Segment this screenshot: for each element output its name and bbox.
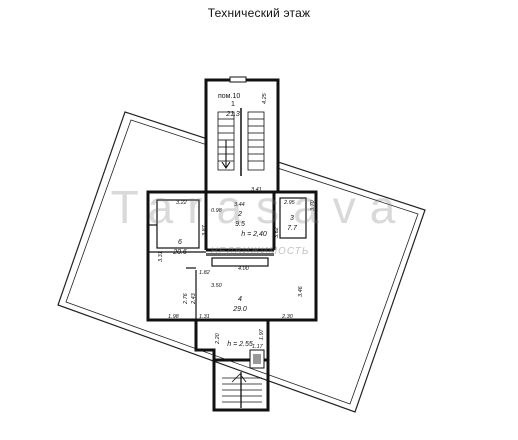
dim-label: 2.20	[215, 332, 221, 345]
room-10-header: пом.10	[218, 93, 240, 100]
walls	[146, 190, 318, 322]
dim-label: 1.31	[199, 314, 210, 320]
room-4-number: 4	[238, 296, 242, 303]
room-2-height: h = 2,40	[241, 231, 267, 238]
room-1-number: 1	[231, 101, 235, 108]
roof-outline	[57, 111, 426, 413]
room-1-area: 21.3	[225, 111, 240, 118]
room-2-area: 9.5	[235, 221, 245, 228]
dim-label: 3.70	[310, 199, 316, 211]
roof-outline-inner	[65, 119, 419, 405]
dim-label: 3.46	[298, 285, 304, 297]
stair-flight-top	[217, 108, 265, 176]
dim-label: 3.44	[234, 202, 245, 208]
room-4-area: 29.0	[232, 306, 247, 313]
dim-label: 0.98	[211, 208, 223, 214]
dim-label: 3.87	[202, 224, 208, 236]
dim-label: 4.00	[238, 266, 250, 272]
room-4-height: h = 2.55	[227, 341, 253, 348]
dim-label: 2.30	[281, 314, 294, 320]
dim-label: 3.41	[251, 187, 262, 193]
dim-label: 3.31	[158, 251, 164, 262]
dim-label: 3.50	[211, 283, 223, 289]
dim-label: 1.98	[168, 314, 180, 320]
lower-block	[194, 318, 316, 412]
dim-label: 1.82	[199, 270, 210, 276]
room-3-area: 7.7	[287, 225, 298, 232]
dim-label: 1.17	[252, 344, 264, 350]
dim-label: 3.22	[176, 200, 187, 206]
stair-flight-bottom	[222, 372, 262, 408]
dim-label: 2.95	[283, 200, 296, 206]
watermark-subtitle: НЕДВИЖИМОСТЬ	[210, 246, 310, 257]
room-6-area: 20.6	[172, 249, 187, 256]
plan-title: Технический этаж	[207, 6, 311, 20]
dim-label: 1.97	[259, 328, 265, 340]
dim-label: 2.76	[183, 292, 189, 305]
dim-label: 2.43	[191, 292, 197, 305]
room-2-number: 2	[237, 211, 242, 218]
watermark: Tarasava	[110, 181, 410, 233]
room-3-number: 3	[290, 215, 294, 222]
dim-label: 4.25	[262, 92, 268, 104]
room-6-number: 6	[178, 239, 182, 246]
dim-label: 3.62	[274, 227, 280, 238]
